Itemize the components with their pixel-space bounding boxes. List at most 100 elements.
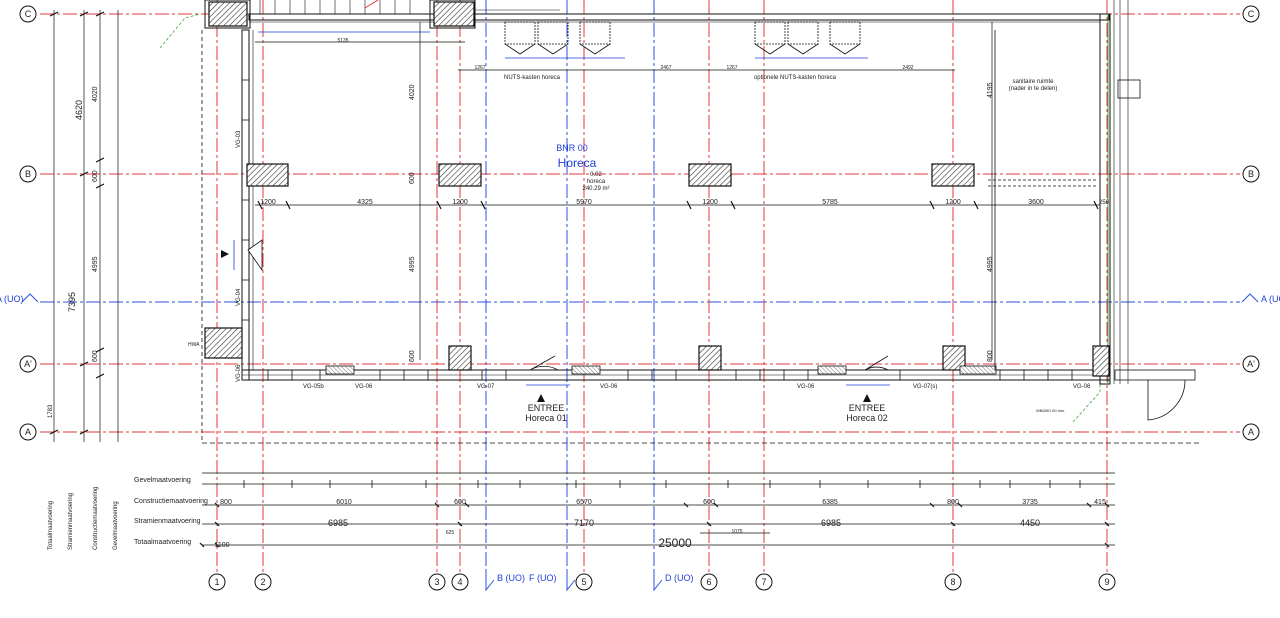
dim-top-1: 1267: [474, 65, 485, 71]
dim-inner-cb-right: 4195: [987, 82, 994, 98]
dimension-row-labels: Gevelmaatvoering Constructiemaatvoering …: [48, 477, 208, 550]
side-entrance-arrow-icon: [221, 250, 229, 258]
construction-dimension-values: 800 6010 600 6570 600 6385 800 3735 415: [220, 499, 1106, 506]
room-area: 240.29 m²: [582, 186, 609, 192]
construction-dim-1: 800: [220, 499, 232, 506]
sanitary-label-line1: sanitaire ruimte: [1012, 79, 1054, 85]
construction-dim-6: 6385: [822, 499, 838, 506]
wall-code-vg07s: VG-07(s): [913, 384, 937, 390]
grid-label-a-left: A: [25, 427, 31, 437]
dim-top-3: 1267: [726, 65, 737, 71]
grid-label-a-prime-right: A': [1247, 359, 1255, 369]
construction-dim-7: 800: [947, 499, 959, 506]
row-label-gevel: Gevelmaatvoering: [134, 477, 191, 484]
nuts-cabinets-left: [504, 21, 611, 55]
blue-grid-label-a-uo-left: A (UO): [0, 294, 24, 304]
dim-inner-a-band: 600: [409, 350, 416, 362]
construction-dim-3: 600: [454, 499, 466, 506]
construction-dim-4: 6570: [576, 499, 592, 506]
boundary-dashed-lines: [159, 13, 1200, 444]
grid-dim-small-625: 625: [446, 530, 455, 536]
dim-top-4: 2492: [902, 65, 913, 71]
dim-grid-cb: 4620: [74, 100, 84, 120]
entrance-2-title: ENTREE: [849, 403, 886, 413]
dim-col-1: 1200: [260, 199, 276, 206]
wall-code-vg06-b: VG-06: [600, 384, 618, 390]
wall-code-vg03: VG-03: [236, 130, 242, 148]
construction-dim-9: 415: [1094, 499, 1106, 506]
blue-grid-label-f-uo: F (UO): [529, 573, 557, 583]
total-dim: 25000: [658, 536, 692, 550]
construction-dim-8: 3735: [1022, 499, 1038, 506]
side-label-totaal: Totaalmaatvoering: [48, 501, 54, 550]
grid-bubbles-vertical: 1 2 3 4 5 6 7 8 9 B (UO) F (UO) D (UO): [208, 572, 1116, 592]
entrance-2-arrow-icon: [863, 394, 871, 402]
grid-bubbles-horizontal: C B A' A C B A' A A (UO) A (UO): [0, 5, 1280, 441]
grid-label-c-right: C: [1248, 9, 1255, 19]
row-label-stramien: Stramienmaatvoering: [134, 518, 201, 525]
room-number: 0.02: [590, 172, 602, 178]
grid-dimension-values: 6985 7170 6985 4450 625 1075 1100 25000: [214, 518, 1040, 550]
entrance-1-subtitle: Horeca 01: [525, 413, 567, 423]
entrance-2-subtitle: Horeca 02: [846, 413, 888, 423]
wall-code-vg06-d: VG-06: [1073, 384, 1091, 390]
unit-name: Horeca: [558, 156, 597, 170]
dim-inner-a-band-right: 800: [987, 350, 994, 362]
total-dim-left: 1100: [214, 542, 229, 549]
dim-inner-left-cb: 4020: [92, 86, 99, 102]
dim-left-ba: 4995: [92, 256, 99, 272]
left-dimension-labels: 7395 4620 4020 600 4995 600 1783: [48, 86, 99, 418]
construction-dim-5: 600: [703, 499, 715, 506]
wall-code-vg06-a: VG-06: [355, 384, 373, 390]
row-label-totaal: Totaalmaatvoering: [134, 539, 191, 546]
sanitary-label-line2: (nader in te delen): [1009, 86, 1058, 92]
wall-codes: VG-03 VG-04 VG-06 VG-05b VG-06 VG-07 VG-…: [236, 130, 1091, 390]
dim-inner-cb: 4020: [409, 84, 416, 100]
room-use: horeca: [587, 179, 606, 185]
grid-label-8: 8: [950, 577, 955, 587]
wall-code-vg04: VG-04: [236, 288, 242, 306]
grid-dim-4: 4450: [1020, 518, 1040, 528]
wall-code-vg06-c: VG-06: [797, 384, 815, 390]
side-label-constructie: Constructiemaatvoering: [93, 487, 99, 550]
inner-dimension-lines: [255, 22, 1100, 360]
grid-label-6: 6: [706, 577, 711, 587]
grid-label-a-prime-left: A': [24, 359, 32, 369]
blue-grid-label-a-uo-right: A (UO): [1261, 294, 1280, 304]
grid-dim-small-1075: 1075: [731, 529, 742, 535]
grid-label-b-right: B: [1248, 169, 1254, 179]
grid-label-1: 1: [214, 577, 219, 587]
grid-label-3: 3: [434, 577, 439, 587]
dim-inner-ba-right: 4995: [987, 256, 994, 272]
entrance-1-arrow-icon: [537, 394, 545, 402]
grid-label-2: 2: [260, 577, 265, 587]
grid-label-9: 9: [1104, 577, 1109, 587]
dim-left-a-band: 600: [92, 350, 99, 362]
dim-span-1: 4325: [357, 199, 373, 206]
wall-code-vg06-side: VG-06: [236, 364, 242, 382]
grid-label-b-left: B: [25, 169, 31, 179]
grid-label-5: 5: [581, 577, 586, 587]
nuts-left-label: NUTS-kasten horeca: [504, 75, 561, 81]
grid-label-4: 4: [457, 577, 462, 587]
wall-code-vg05b: VG-05b: [303, 384, 324, 390]
nuts-cabinets-right: [754, 21, 861, 55]
dim-left-b-band: 600: [92, 170, 99, 182]
building-walls: [204, 0, 1129, 385]
side-label-stramien: Stramienmaatvoering: [68, 493, 74, 550]
blue-dimension-lines: [233, 31, 890, 386]
structural-columns: [204, 1, 1110, 377]
dim-top-2: 2467: [660, 65, 671, 71]
side-label-gevel: Gevelmaatvoering: [113, 501, 119, 550]
dim-total-outer: 7395: [67, 292, 77, 312]
grid-lines-vertical: [216, 0, 1108, 580]
grid-label-a-right: A: [1248, 427, 1254, 437]
dim-col-4: 1200: [945, 199, 961, 206]
unit-code: BNR 00: [556, 143, 588, 153]
dim-end: 250: [1099, 200, 1110, 206]
dim-inner-b-band: 600: [409, 172, 416, 184]
dim-left-aa: 1783: [48, 404, 54, 418]
blue-grid-label-d-uo: D (UO): [665, 573, 694, 583]
room-labels: BNR 00 Horeca 0.02 horeca 240.29 m² NUTS…: [188, 75, 1065, 423]
